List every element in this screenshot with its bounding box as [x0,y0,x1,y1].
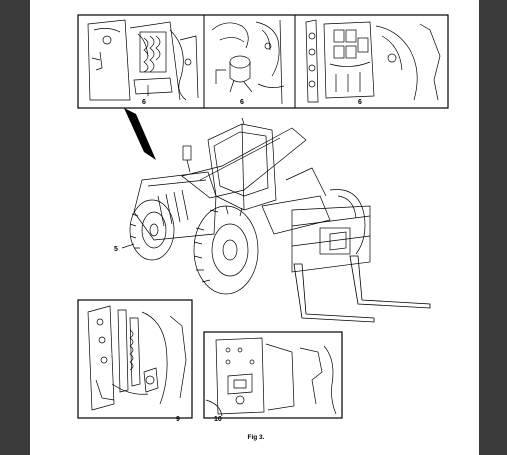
inset-top [77,14,449,109]
figure-illustration: 6 6 6 5 9 10 Fig 3. [77,14,449,441]
callout-5-leader [121,243,135,249]
telehandler-drawing [129,117,431,323]
callout-top-right: 6 [358,99,362,106]
inset-top-right-drawing [305,19,441,103]
viewer-margin-left [0,0,30,455]
inset-bottom-right [203,331,343,419]
inset-bottom-left-frame [77,299,193,419]
inset-bottom-right-frame [203,331,343,419]
callout-top-middle: 6 [240,99,244,106]
inset-top-middle-drawing [211,19,285,105]
figure-caption: Fig 3. [248,434,265,441]
inset-top-left-drawing [87,19,199,101]
callout-bottom-right: 10 [214,416,222,423]
callout-bottom-left: 9 [176,416,180,423]
inset-top-frame [77,14,449,109]
inset-bottom-left [77,299,193,419]
viewer-margin-right [479,0,507,455]
inset-pointer [124,108,156,160]
callout-top-left: 6 [142,99,146,106]
callout-machine: 5 [114,246,118,253]
document-page[interactable]: 6 6 6 5 9 10 Fig 3. [30,0,479,455]
